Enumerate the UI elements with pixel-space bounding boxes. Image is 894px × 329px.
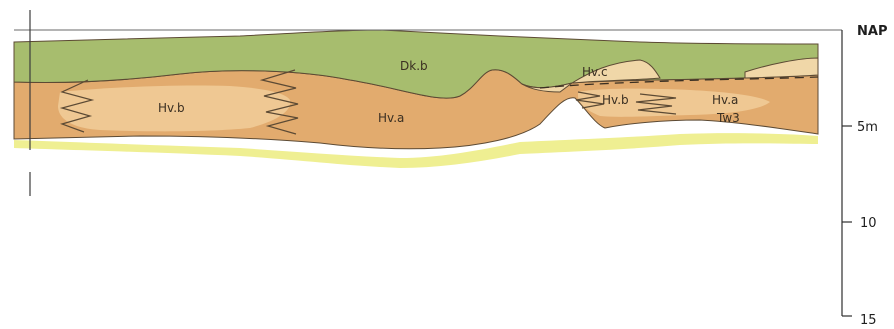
label-hva-mid: Hv.a xyxy=(378,111,404,125)
depth-datum-label: NAP xyxy=(857,24,887,39)
label-tw3: Tw3 xyxy=(716,111,740,125)
depth-label-10: 10 xyxy=(860,216,877,231)
label-dkb: Dk.b xyxy=(400,59,428,73)
depth-label-5m: 5m xyxy=(857,120,878,135)
label-hvb-left: Hv.b xyxy=(158,101,185,115)
label-hva-right: Hv.a xyxy=(712,93,738,107)
label-hvc: Hv.c xyxy=(582,65,608,79)
depth-label-15: 15 xyxy=(860,313,877,328)
label-hvb-right: Hv.b xyxy=(602,93,629,107)
